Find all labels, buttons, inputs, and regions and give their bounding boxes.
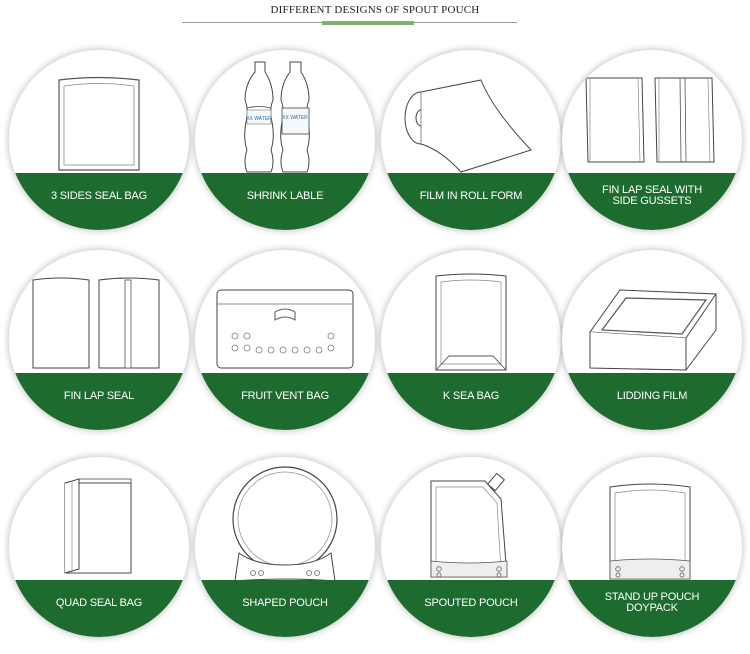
page-title: DIFFERENT DESIGNS OF SPOUT POUCH bbox=[270, 4, 480, 16]
label-band bbox=[381, 580, 561, 637]
card-fin-lap-seal-side-gussets: FIN LAP SEAL WITH SIDE GUSSETS bbox=[562, 50, 742, 230]
fruit-vent-bag-icon bbox=[216, 289, 354, 369]
film-roll-icon bbox=[404, 79, 532, 173]
card-fruit-vent-bag: FRUIT VENT BAG bbox=[195, 250, 375, 430]
card-label: FIN LAP SEAL WITH SIDE GUSSETS bbox=[602, 184, 702, 207]
bottle-label-text: XX WATER bbox=[282, 115, 308, 121]
label-band bbox=[562, 173, 742, 230]
header-accent-bar bbox=[322, 21, 414, 25]
card-spouted-pouch: SPOUTED POUCH bbox=[381, 457, 561, 637]
k-seal-bag-icon bbox=[435, 273, 507, 371]
card-label: FILM IN ROLL FORM bbox=[419, 189, 523, 202]
fin-lap-seal-bag-icon bbox=[32, 277, 160, 369]
label-band bbox=[381, 173, 561, 230]
card-fin-lap-seal: FIN LAP SEAL bbox=[9, 250, 189, 430]
spouted-pouch-icon bbox=[430, 472, 508, 578]
label-band bbox=[9, 173, 189, 230]
card-label: SHRINK LABLE bbox=[246, 189, 324, 202]
card-label: FIN LAP SEAL bbox=[63, 389, 135, 402]
card-label: LIDDING FILM bbox=[616, 389, 688, 402]
label-band bbox=[562, 373, 742, 430]
stand-up-pouch-icon bbox=[609, 483, 691, 580]
card-shrink-lable: XX WATER XX WATER SHRINK LABLE bbox=[195, 50, 375, 230]
lidding-film-tray-icon bbox=[589, 289, 717, 371]
label-band bbox=[195, 373, 375, 430]
label-band bbox=[381, 373, 561, 430]
card-label: FRUIT VENT BAG bbox=[241, 389, 329, 402]
card-label: 3 SIDES SEAL BAG bbox=[50, 189, 148, 202]
card-k-sea-bag: K SEA BAG bbox=[381, 250, 561, 430]
three-side-seal-bag-icon bbox=[58, 76, 140, 171]
bottle-label-text: XX WATER bbox=[246, 116, 272, 122]
label-band bbox=[9, 373, 189, 430]
card-label: QUAD SEAL BAG bbox=[55, 596, 143, 609]
quad-seal-bag-icon bbox=[64, 478, 132, 574]
card-quad-seal-bag: QUAD SEAL BAG bbox=[9, 457, 189, 637]
side-gusset-bag-icon bbox=[585, 77, 715, 163]
card-shaped-pouch: SHAPED POUCH bbox=[195, 457, 375, 637]
header: DIFFERENT DESIGNS OF SPOUT POUCH bbox=[0, 0, 750, 40]
label-band bbox=[9, 580, 189, 637]
card-stand-up-pouch-doypack: STAND UP POUCH DOYPACK bbox=[562, 457, 742, 637]
card-label: SHAPED POUCH bbox=[242, 596, 328, 609]
card-label: K SEA BAG bbox=[442, 389, 500, 402]
shrink-label-bottles-icon: XX WATER XX WATER bbox=[244, 61, 310, 173]
card-label: SPOUTED POUCH bbox=[424, 596, 518, 609]
card-film-in-roll-form: FILM IN ROLL FORM bbox=[381, 50, 561, 230]
shaped-pouch-icon bbox=[232, 466, 338, 582]
card-label: STAND UP POUCH DOYPACK bbox=[604, 591, 700, 614]
card-lidding-film: LIDDING FILM bbox=[562, 250, 742, 430]
label-band bbox=[195, 173, 375, 230]
label-band bbox=[562, 580, 742, 637]
card-3-sides-seal-bag: 3 SIDES SEAL BAG bbox=[9, 50, 189, 230]
label-band bbox=[195, 580, 375, 637]
